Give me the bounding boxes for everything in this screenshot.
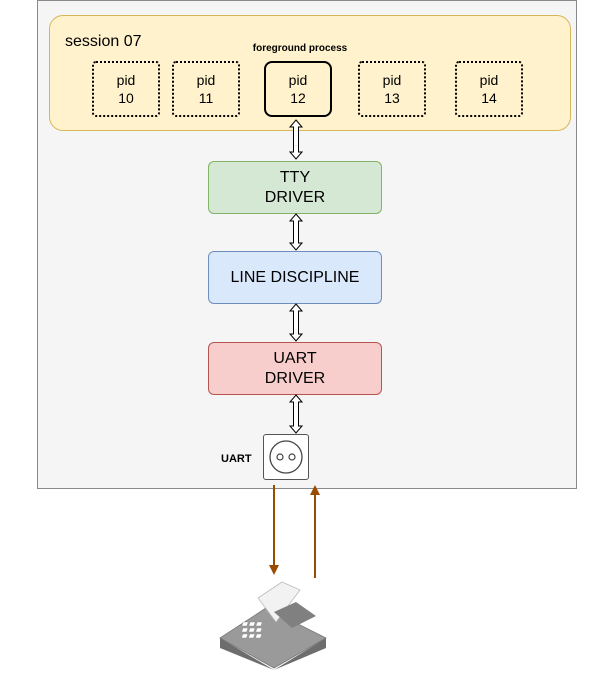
tty-driver-block[interactable]: TTY DRIVER (208, 161, 382, 214)
line-discipline-block[interactable]: LINE DISCIPLINE (208, 251, 382, 304)
process-pid-12-foreground[interactable]: pid 12 (264, 61, 332, 117)
pid-number: 11 (198, 90, 214, 106)
teletype-terminal-icon (218, 576, 328, 670)
tty-driver-line2: DRIVER (264, 188, 326, 206)
pid-label: pid (479, 72, 499, 88)
pid-label: pid (288, 72, 308, 88)
process-pid-11: pid 11 (172, 61, 240, 117)
pid-label: pid (116, 72, 136, 88)
process-pid-14: pid 14 (455, 61, 523, 117)
session-title: session 07 (65, 33, 142, 50)
uart-driver-line1: UART (273, 349, 317, 367)
process-pid-13: pid 13 (358, 61, 426, 117)
uart-driver-line2: DRIVER (264, 369, 326, 387)
pid-label: pid (382, 72, 402, 88)
uart-socket-icon (263, 434, 309, 480)
line-discipline-label: LINE DISCIPLINE (230, 268, 360, 286)
foreground-process-label: foreground process (252, 43, 348, 54)
uart-driver-block[interactable]: UART DRIVER (208, 342, 382, 395)
pid-number: 13 (384, 90, 400, 106)
pid-number: 12 (290, 90, 306, 106)
uart-port-label: UART (221, 453, 252, 465)
tty-driver-line1: TTY (279, 168, 311, 186)
process-pid-10: pid 10 (92, 61, 160, 117)
pid-label: pid (196, 72, 216, 88)
pid-number: 14 (481, 90, 497, 106)
pid-number: 10 (118, 90, 134, 106)
